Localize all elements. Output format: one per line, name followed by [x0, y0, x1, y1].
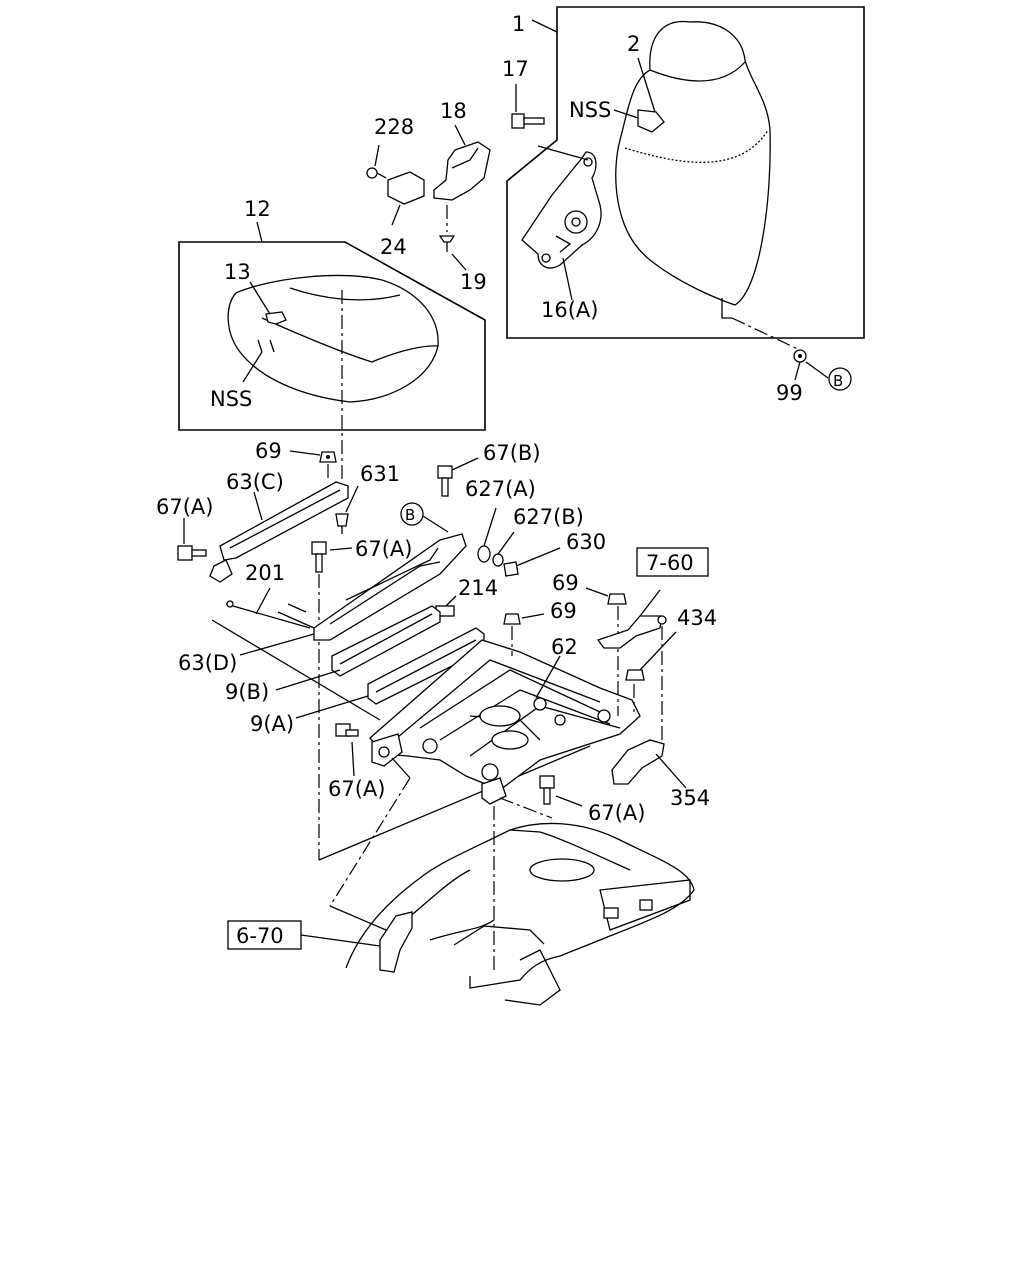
washer-627a-icon [477, 545, 491, 563]
cover-9b [331, 605, 441, 677]
bolt-99-icon [793, 349, 807, 363]
washer-627b-icon [492, 553, 504, 567]
seat-frame-group [329, 587, 641, 972]
callout-b-mid: B [405, 506, 415, 524]
callout-67a-bottom: 67(A) [588, 801, 645, 825]
bolt-67a-low-icon [335, 723, 359, 737]
ref-box-7-60 [636, 547, 709, 577]
nut-69-top-icon [319, 451, 337, 463]
callout-69-right: 69 [552, 571, 579, 595]
callout-18: 18 [440, 99, 467, 123]
callout-16a: 16(A) [541, 298, 598, 322]
callout-12: 12 [244, 197, 271, 221]
back-tag [637, 109, 665, 133]
callout-630: 630 [566, 530, 606, 554]
side-cover-group [366, 124, 491, 271]
callout-2: 2 [627, 32, 640, 56]
callout-67a-mid: 67(A) [355, 537, 412, 561]
callout-228: 228 [374, 115, 414, 139]
floor-pan [345, 822, 695, 989]
callout-214: 214 [458, 576, 498, 600]
rails-group [177, 450, 591, 861]
cap-24 [387, 171, 425, 205]
callout-9b: 9(B) [225, 680, 269, 704]
seat-back [615, 20, 771, 306]
callout-13: 13 [224, 260, 251, 284]
callout-67a-left: 67(A) [156, 495, 213, 519]
seat-cushion [227, 274, 439, 403]
bolt-67b-icon [437, 465, 453, 497]
brackets-right-group [596, 547, 709, 789]
callout-201: 201 [245, 561, 285, 585]
rail-63c-foot [209, 559, 233, 583]
callout-99: 99 [776, 381, 803, 405]
bolt-67a-left-icon [177, 545, 207, 561]
seat-cushion-group [178, 221, 486, 482]
callout-354: 354 [670, 786, 710, 810]
nut-434-icon [625, 669, 645, 681]
ref-7-60[interactable]: 7-60 [646, 551, 694, 575]
callout-63d: 63(D) [178, 651, 237, 675]
callout-nss-cushion: NSS [210, 387, 252, 411]
bolt-67a-bottom-icon [539, 775, 555, 805]
callout-434: 434 [677, 606, 717, 630]
callout-1: 1 [512, 12, 525, 36]
callout-b-right: B [833, 372, 843, 390]
cover-18 [433, 141, 491, 201]
callout-67a-low: 67(A) [328, 777, 385, 801]
labels: 1 2 NSS 17 228 18 24 19 16(A) 99 B 12 13… [156, 12, 843, 948]
callout-627b: 627(B) [513, 505, 584, 529]
callout-69-top: 69 [255, 439, 282, 463]
screw-19-icon [438, 235, 456, 252]
callout-24: 24 [380, 235, 407, 259]
nut-630-icon [503, 561, 519, 577]
callout-9a: 9(A) [250, 712, 294, 736]
cushion-box [178, 241, 486, 431]
bolt-17-icon [511, 113, 545, 129]
floor-pan-group [227, 822, 695, 1006]
callout-627a: 627(A) [465, 477, 536, 501]
bracket-760 [596, 615, 663, 649]
rail-63c [219, 481, 349, 561]
seat-back-frame-box [506, 6, 865, 339]
spring-201 [225, 603, 311, 629]
callout-69-mid: 69 [550, 599, 577, 623]
callout-62: 62 [551, 635, 578, 659]
ref-marker-b-right [828, 367, 852, 391]
callout-17: 17 [502, 57, 529, 81]
callout-631: 631 [360, 462, 400, 486]
callout-67b: 67(B) [483, 441, 541, 465]
ref-6-70[interactable]: 6-70 [236, 924, 284, 948]
callout-19: 19 [460, 270, 487, 294]
bolt-67a-mid-icon [311, 541, 327, 573]
seat-back-group [506, 6, 865, 391]
bracket-354 [611, 739, 665, 785]
nut-69-mid-icon [503, 613, 521, 625]
callout-63c: 63(C) [226, 470, 284, 494]
nut-69-right-icon [607, 593, 627, 605]
cushion-tag [265, 311, 287, 325]
callout-nss-back: NSS [569, 98, 611, 122]
ref-marker-b-mid [400, 502, 424, 526]
recliner-part [521, 151, 602, 269]
clip-631-icon [335, 513, 349, 534]
screw-upper-icon [657, 615, 667, 625]
screw-228-icon [366, 167, 387, 179]
